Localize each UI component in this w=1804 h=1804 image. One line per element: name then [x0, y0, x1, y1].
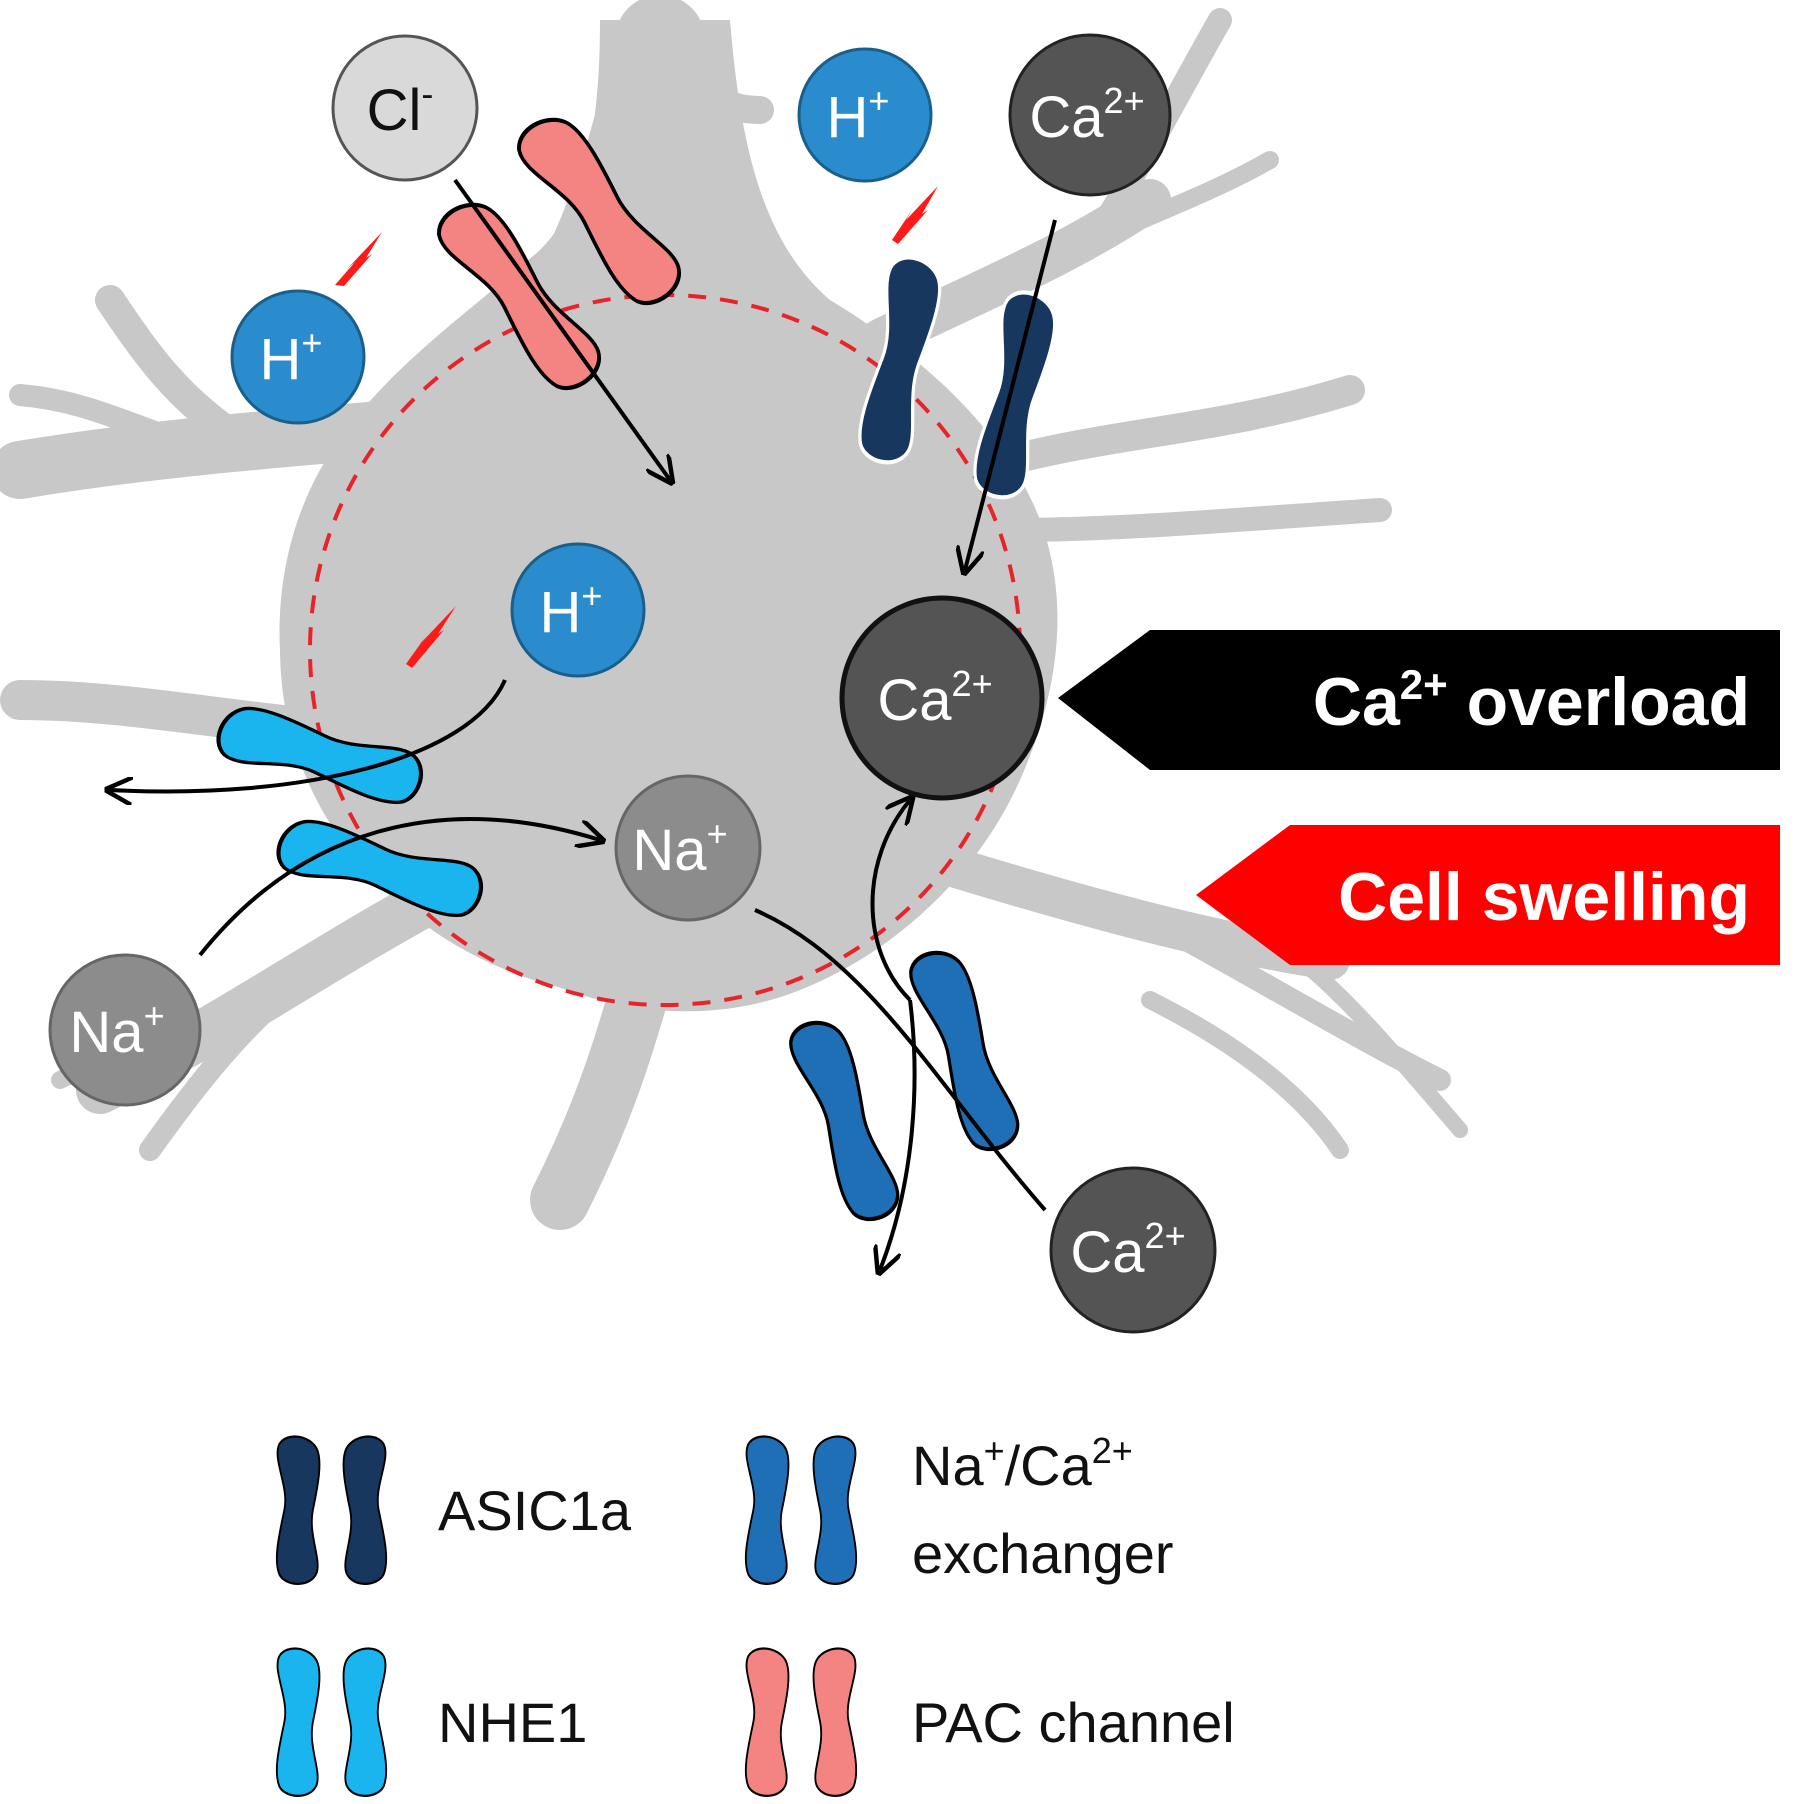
svg-text:Na+: Na+ [69, 995, 164, 1065]
bolt-icon [406, 606, 456, 668]
flux-arrows [110, 178, 1057, 1270]
svg-text:Ca2+: Ca2+ [877, 663, 992, 733]
bolt-icon [335, 232, 382, 286]
svg-text:Cl-: Cl- [367, 73, 434, 143]
ion-na-out: Na+ [48, 953, 202, 1107]
ion-cl-out: Cl- [331, 34, 479, 182]
svg-text:Ca2+: Ca2+ [1070, 1215, 1185, 1285]
ion-ca-top: Ca2+ [1008, 33, 1172, 197]
svg-text:H+: H+ [260, 322, 323, 392]
neuron-body-fill [280, 300, 1040, 1000]
legend-label-pac: PAC channel [912, 1691, 1235, 1754]
pac-icon [744, 1647, 858, 1797]
cl-influx-arrow [453, 178, 670, 480]
ion-h-left: H+ [230, 289, 366, 425]
ion-ca-bottom: Ca2+ [1049, 1166, 1217, 1334]
svg-text:H+: H+ [827, 80, 890, 150]
ion-ca-inner: Ca2+ [839, 595, 1045, 801]
activation-bolts [335, 186, 938, 668]
asic1a-icon [275, 1435, 388, 1585]
ion-h-top: H+ [797, 47, 933, 183]
na-influx-arrow [198, 817, 600, 957]
ion-na-inner: Na+ [614, 774, 762, 922]
legend-item-nhe1: NHE1 [275, 1647, 587, 1797]
legend-label-ncx-line2: exchanger [912, 1522, 1174, 1585]
overload-tag: Ca2+ overload [1058, 630, 1780, 770]
na-to-ncx-arrow [754, 908, 1047, 1212]
ncx-na-out-arrow [880, 999, 917, 1270]
svg-text:H+: H+ [540, 575, 603, 645]
nhe1-icon [275, 1647, 388, 1797]
legend: ASIC1a Na+/Ca2+ exchanger NHE1 PAC chann… [275, 1430, 1235, 1797]
swelling-tag: Cell swelling [1196, 825, 1780, 965]
svg-text:Ca2+: Ca2+ [1029, 80, 1144, 150]
ncx-icon [744, 1435, 858, 1585]
overload-label: Ca2+ overload [1313, 661, 1750, 740]
neuron-dendrites [0, 0, 1468, 1230]
ion-h-inner: H+ [510, 542, 646, 678]
legend-item-asic1a: ASIC1a [275, 1435, 632, 1585]
ncx-ca-in-arrow [870, 800, 911, 1002]
legend-label-asic1a: ASIC1a [438, 1479, 632, 1542]
legend-label-nhe1: NHE1 [438, 1691, 587, 1754]
svg-text:Na+: Na+ [632, 813, 727, 883]
h-efflux-arrow [110, 679, 507, 792]
bolt-icon [892, 186, 938, 244]
neuron-cell [0, 0, 1468, 1230]
legend-item-pac: PAC channel [744, 1647, 1235, 1797]
legend-label-ncx-line1: Na+/Ca2+ [912, 1430, 1133, 1497]
swelling-label: Cell swelling [1338, 859, 1750, 935]
legend-item-ncx: Na+/Ca2+ exchanger [744, 1430, 1174, 1585]
ca-influx-asic-arrow [965, 219, 1057, 570]
